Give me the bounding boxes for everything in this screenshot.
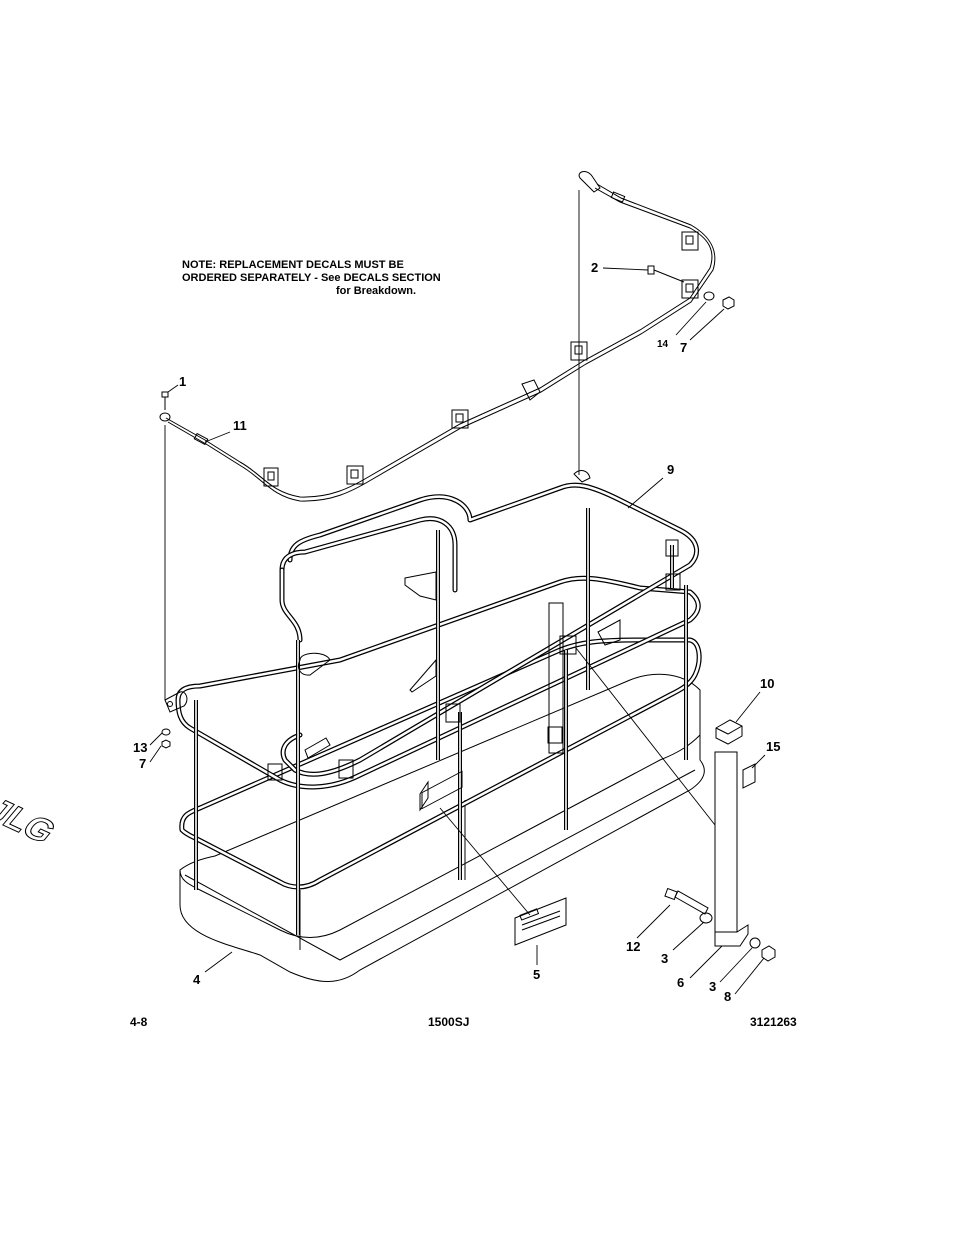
cable-clamp bbox=[521, 379, 541, 401]
page-number: 4-8 bbox=[130, 1015, 148, 1029]
nut-8 bbox=[761, 945, 776, 962]
model-number: 1500SJ bbox=[428, 1015, 470, 1029]
decal-5 bbox=[514, 897, 567, 946]
washer-14 bbox=[703, 291, 715, 301]
lanyard-cable-assembly bbox=[159, 171, 716, 502]
note-line-2: ORDERED SEPARATELY - See DECALS SECTION bbox=[182, 272, 441, 284]
note-line-3: for Breakdown. bbox=[336, 285, 417, 297]
callout-4: 4 bbox=[193, 972, 201, 987]
callout-10: 10 bbox=[760, 676, 775, 691]
nut-7-lower bbox=[161, 739, 171, 749]
cable-clamp bbox=[346, 465, 364, 485]
cable-clamp bbox=[451, 409, 469, 429]
callout-11: 11 bbox=[233, 418, 247, 433]
callout-3-left: 3 bbox=[661, 951, 669, 966]
callout-9: 9 bbox=[667, 462, 675, 477]
callout-2: 2 bbox=[591, 260, 599, 275]
callout-5: 5 bbox=[533, 967, 541, 982]
cable-clamp bbox=[263, 467, 279, 487]
callout-14: 14 bbox=[657, 339, 669, 350]
decal-on-basket bbox=[419, 770, 463, 812]
nut-7-upper bbox=[722, 296, 735, 310]
callout-15: 15 bbox=[766, 739, 781, 754]
callout-1: 1 bbox=[179, 374, 187, 389]
spacer-3-right bbox=[749, 937, 761, 949]
bolt-12 bbox=[664, 887, 709, 915]
decal-15 bbox=[742, 763, 756, 789]
callout-7-lower: 7 bbox=[139, 756, 147, 771]
document-number: 3121263 bbox=[750, 1015, 797, 1029]
bolt-1 bbox=[161, 391, 169, 410]
callout-12: 12 bbox=[626, 939, 641, 954]
callout-8: 8 bbox=[724, 989, 732, 1004]
cable-clamp bbox=[681, 231, 699, 251]
cap-10 bbox=[715, 719, 743, 745]
jlg-logo: JLG bbox=[0, 793, 63, 851]
tube-post-assembly bbox=[714, 719, 756, 947]
cable-end-loop-left bbox=[159, 412, 171, 422]
spacer-3-left bbox=[699, 912, 713, 924]
callout-13: 13 bbox=[133, 740, 148, 755]
note-line-1: NOTE: REPLACEMENT DECALS MUST BE bbox=[182, 259, 404, 271]
cable-clamp bbox=[681, 279, 699, 299]
callout-7-upper: 7 bbox=[680, 340, 688, 355]
washer-13 bbox=[161, 728, 171, 736]
bolt-2 bbox=[647, 265, 685, 283]
platform-basket: JLG bbox=[0, 470, 705, 982]
callout-6: 6 bbox=[677, 975, 685, 990]
callout-3-right: 3 bbox=[709, 979, 717, 994]
